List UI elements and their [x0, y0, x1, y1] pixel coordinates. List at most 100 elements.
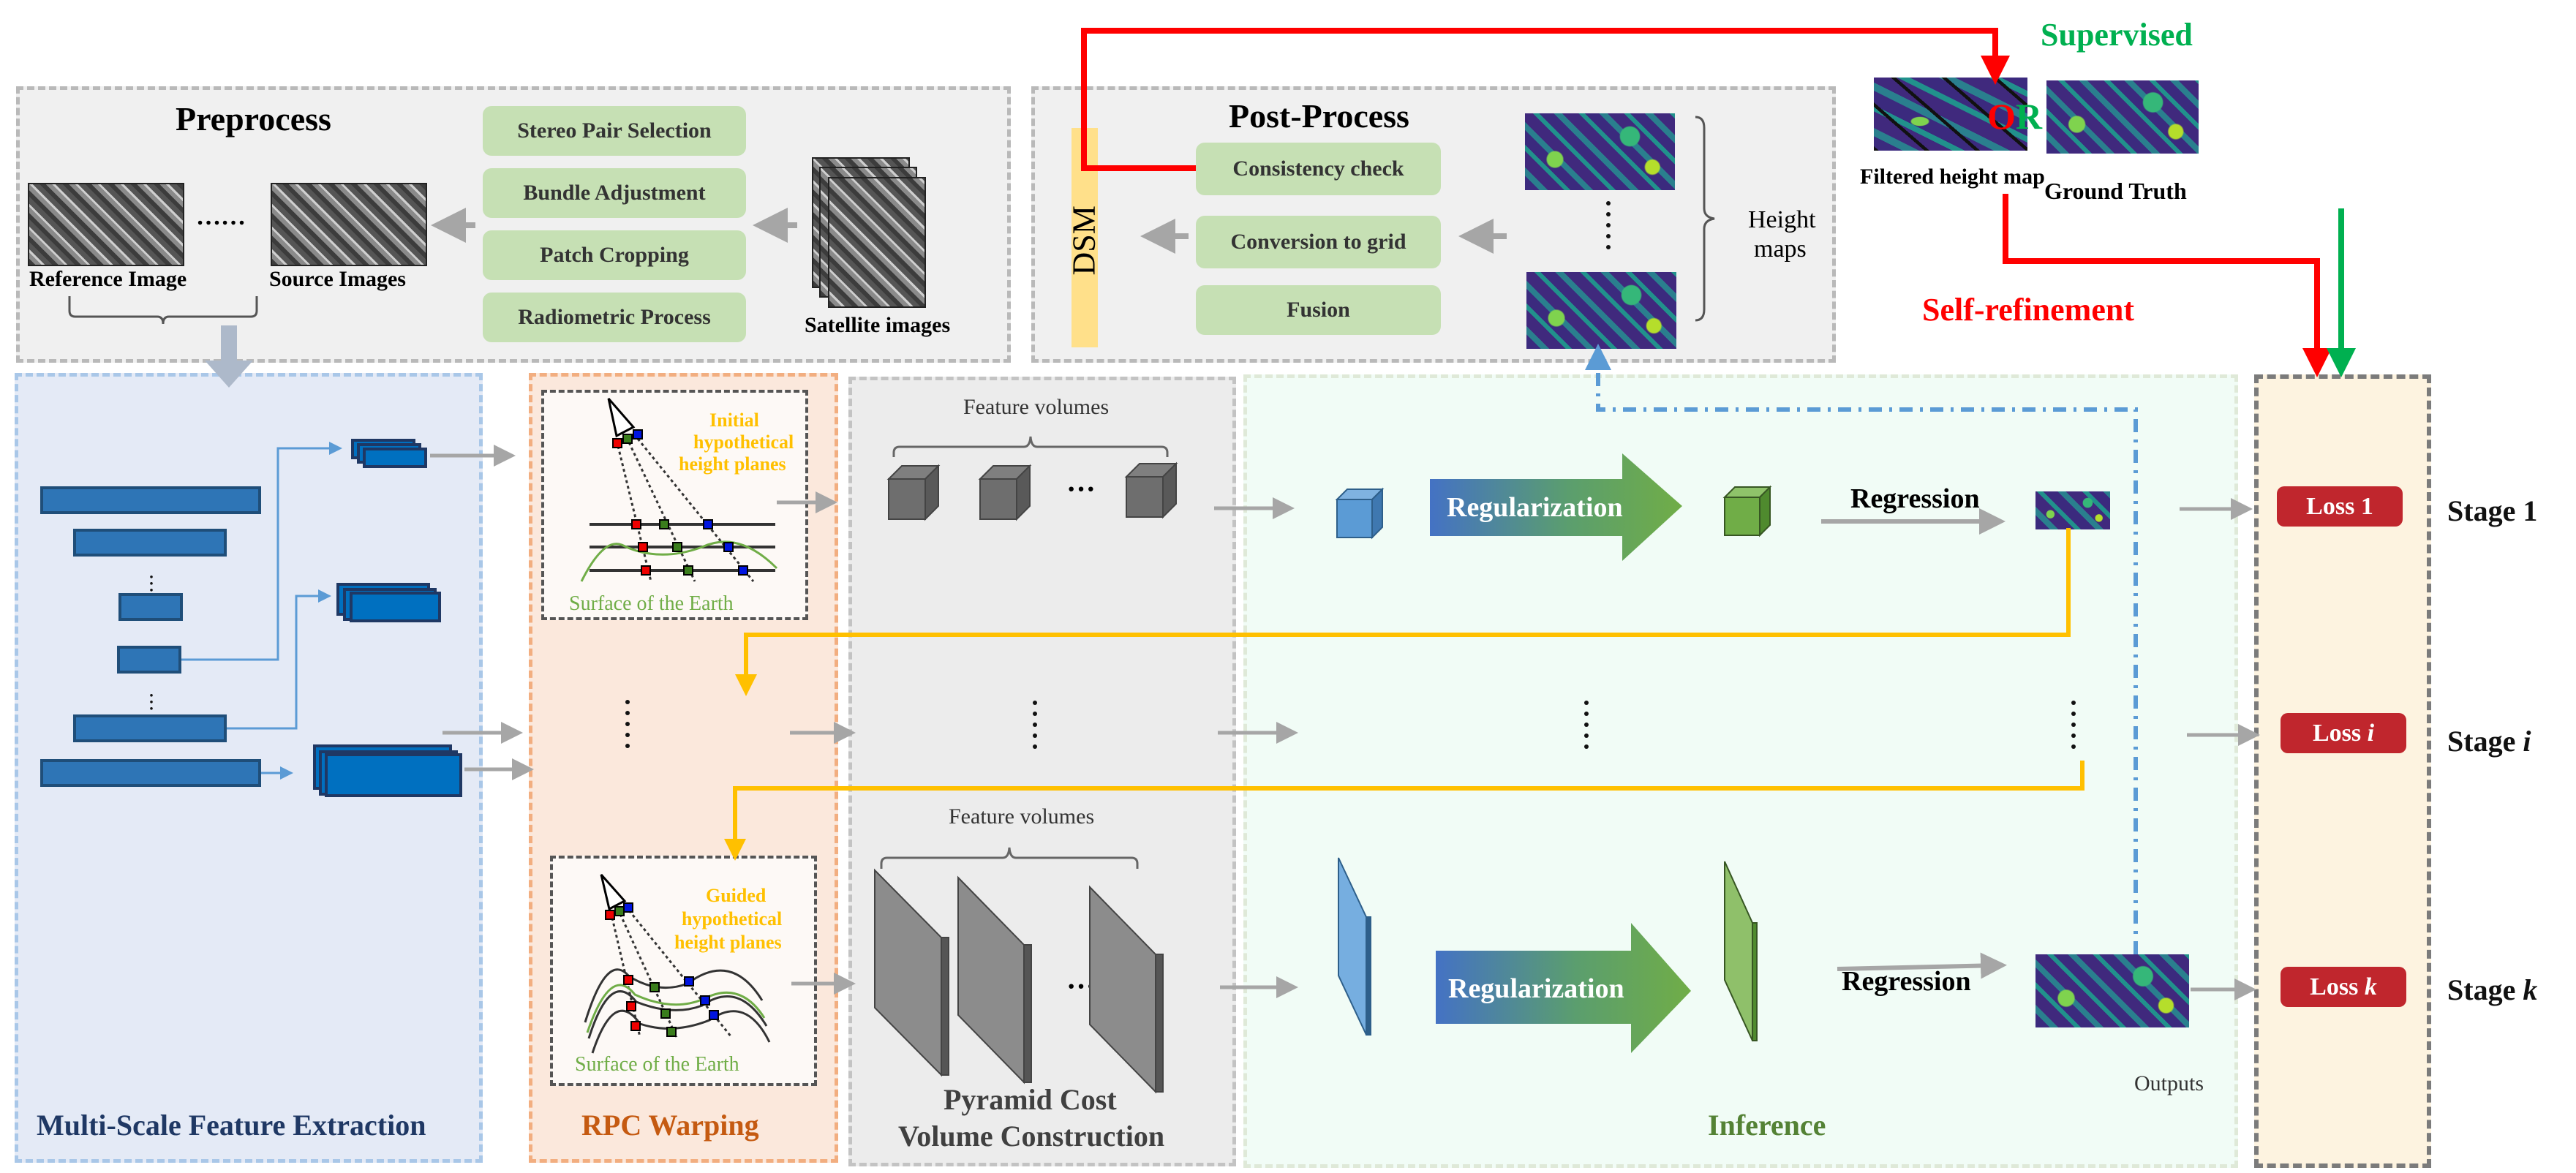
reference-image-label: Reference Image [29, 267, 187, 291]
regression-label-stagek: Regression [1842, 966, 1971, 997]
height-map-bottom [1526, 272, 1676, 349]
height-maps-vdots [1606, 201, 1611, 256]
step-patch-cropping: Patch Cropping [483, 230, 746, 280]
source-images-label: Source Images [269, 267, 406, 291]
preprocess-down-arrow-shaft [221, 325, 237, 362]
feature-extraction-title: Multi-Scale Feature Extraction [37, 1109, 426, 1142]
satellite-images-label: Satellite images [805, 313, 951, 337]
cost-volume-vdots [1033, 701, 1037, 755]
cost-volume-plane-stagek [1338, 857, 1371, 1036]
height-maps-brace [1695, 116, 1715, 322]
feature-volume-cube-1 [886, 464, 941, 521]
regularization-label-stage1: Regularization [1447, 492, 1623, 523]
encoder-block-1 [40, 486, 261, 514]
height-map-top [1525, 113, 1675, 190]
sample-points-guided [605, 902, 719, 1037]
initial-planes-label-3: height planes [679, 453, 786, 475]
step-consistency-check: Consistency check [1196, 143, 1441, 195]
feature-volumes-brace-bottom [880, 847, 1139, 869]
preprocess-title: Preprocess [176, 100, 331, 137]
step-stereo-pair-selection: Stereo Pair Selection [483, 106, 746, 156]
preprocess-brace [68, 296, 258, 325]
step-bundle-adjustment: Bundle Adjustment [483, 168, 746, 218]
filtered-height-map [1874, 78, 2027, 151]
regularization-arrow-stage1 [1430, 453, 1682, 561]
feature-volume-cube-3 [1124, 461, 1178, 519]
surface-label-guided: Surface of the Earth [575, 1053, 739, 1076]
initial-planes-label-2: hypothetical [693, 431, 794, 453]
postprocess-title: Post-Process [1229, 97, 1409, 135]
sample-points-initial [612, 429, 748, 576]
ground-truth-map [2046, 80, 2199, 154]
loss-stage-i: Loss i [2281, 713, 2406, 753]
step-conversion-to-grid: Conversion to grid [1196, 216, 1441, 268]
or-letter-r: R [2015, 96, 2043, 137]
feature-volume-plane-2 [957, 875, 1032, 1085]
loss-stage-1: Loss 1 [2277, 486, 2403, 527]
reference-image [28, 183, 184, 266]
ground-truth-label: Ground Truth [2044, 178, 2187, 204]
feedback-dashdot-to-heightmaps [1585, 344, 2138, 954]
guidance-arrow-i-to-k [724, 761, 2084, 861]
skip-stage1 [181, 442, 342, 661]
regression-label-stage1: Regression [1850, 483, 1980, 514]
rpc-warping-title: RPC Warping [581, 1109, 759, 1142]
encoder-block-2 [73, 529, 227, 557]
encoder-block-3 [118, 593, 183, 621]
stage-i-label: Stage i [2447, 725, 2531, 758]
encoder-vdots-1 [150, 576, 153, 595]
outputs-label: Outputs [2134, 1071, 2204, 1095]
feature-volume-plane-3 [1089, 885, 1164, 1094]
guided-planes-label-3: height planes [674, 932, 782, 953]
regularization-label-stagek: Regularization [1448, 973, 1624, 1004]
feature-volume-plane-1 [874, 868, 949, 1077]
inference-title: Inference [1708, 1109, 1826, 1142]
stage-k-label: Stage k [2447, 973, 2538, 1006]
cost-volume-cube-stage1 [1335, 487, 1385, 540]
decoder-block-3 [40, 759, 261, 787]
filtered-height-map-label: Filtered height map [1860, 165, 2045, 189]
feature-volumes-ellipsis-top: ··· [1066, 472, 1096, 505]
preprocess-ellipsis: …… [196, 203, 246, 230]
cost-volume-title-2: Volume Construction [898, 1120, 1165, 1153]
output-height-map-stagek [2035, 954, 2189, 1027]
or-letter-o: O [1987, 96, 2016, 137]
earth-surface-guided [586, 984, 766, 1033]
camera-guided [600, 874, 627, 911]
surface-label-initial: Surface of the Earth [569, 592, 734, 615]
inference-vdots-output [2071, 701, 2076, 755]
red-arrow-consistency-to-filtered [1081, 28, 2010, 171]
initial-planes-figure [541, 390, 808, 620]
feature-volumes-label-top: Feature volumes [963, 395, 1110, 419]
guidance-arrow-stage1-to-i [735, 528, 2071, 696]
feature-volumes-brace-top [892, 436, 1169, 457]
preprocess-down-arrow-head [205, 361, 253, 388]
camera-initial [607, 398, 636, 438]
step-fusion: Fusion [1196, 285, 1441, 335]
regularized-cube-stage1 [1722, 485, 1772, 538]
decoder-block-1 [117, 646, 181, 674]
supervised-label: Supervised [2041, 17, 2193, 53]
skip-stage-i [227, 589, 331, 730]
height-maps-label-2: maps [1754, 235, 1807, 263]
self-refinement-label: Self-refinement [1922, 292, 2134, 328]
or-label: OR [1987, 95, 2042, 137]
rays-initial [617, 438, 755, 582]
decoder-block-2 [73, 714, 227, 742]
guided-planes-label-2: hypothetical [682, 908, 783, 929]
earth-surface-initial [580, 540, 778, 582]
red-arrow-filtered-to-loss [2003, 194, 2332, 377]
regularization-arrow-stagek [1436, 923, 1691, 1053]
rpc-vdots [625, 700, 630, 755]
regularized-plane-stagek [1724, 861, 1758, 1041]
height-maps-label-1: Height [1748, 206, 1816, 233]
inference-vdots-middle [1584, 701, 1589, 755]
guided-planes-label-1: Guided [706, 885, 767, 906]
decoder-vdots [150, 694, 153, 714]
stage-1-label: Stage 1 [2447, 494, 2538, 527]
initial-planes-label-1: Initial [709, 410, 759, 431]
feature-volume-cube-2 [978, 464, 1032, 521]
regression-arrow-stagek [1837, 952, 2007, 979]
source-image [271, 183, 427, 266]
